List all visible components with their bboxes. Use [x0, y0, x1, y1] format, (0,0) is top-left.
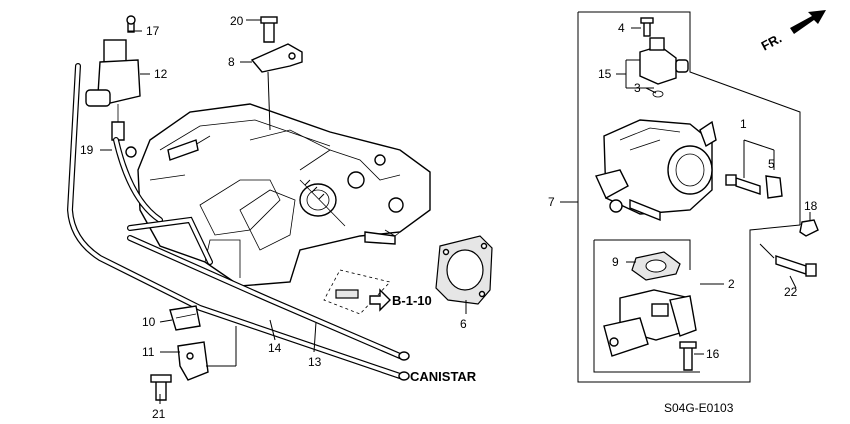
callout-4: 4 [618, 21, 625, 35]
callout-10: 10 [142, 315, 156, 329]
reference-label: B-1-10 [392, 293, 432, 308]
callout-18: 18 [804, 199, 818, 213]
callout-19: 19 [80, 143, 94, 157]
throttle-body-assembly [577, 11, 819, 383]
canister-label: CANISTAR [410, 369, 477, 384]
callout-21: 21 [152, 407, 166, 421]
callout-6: 6 [460, 317, 467, 331]
callout-14: 14 [268, 341, 282, 355]
callout-15: 15 [598, 67, 612, 81]
callout-16: 16 [706, 347, 720, 361]
callout-labels: 17 12 19 20 8 6 10 11 21 14 13 4 15 3 7 … [80, 14, 818, 421]
clamp-and-bracket [150, 305, 209, 401]
callout-12: 12 [154, 67, 168, 81]
callout-22: 22 [784, 285, 798, 299]
callout-8: 8 [228, 55, 235, 69]
callout-9: 9 [612, 255, 619, 269]
callout-1: 1 [740, 117, 747, 131]
front-label: FR. [759, 30, 785, 53]
bracket-and-bolt [250, 16, 303, 131]
callout-2: 2 [728, 277, 735, 291]
callout-17: 17 [146, 24, 160, 38]
callout-3: 3 [634, 81, 641, 95]
callout-7: 7 [548, 195, 555, 209]
callout-5: 5 [768, 157, 775, 171]
leader-lines [100, 19, 811, 404]
gasket [435, 235, 493, 305]
purge-solenoid-valve [85, 15, 141, 158]
reference-callout [323, 269, 391, 315]
callout-13: 13 [308, 355, 322, 369]
callout-11: 11 [142, 345, 155, 359]
hoses [66, 63, 410, 381]
front-direction-indicator [790, 10, 826, 34]
intake-manifold [137, 103, 431, 287]
diagram-code: S04G-E0103 [664, 401, 734, 415]
callout-20: 20 [230, 14, 244, 28]
